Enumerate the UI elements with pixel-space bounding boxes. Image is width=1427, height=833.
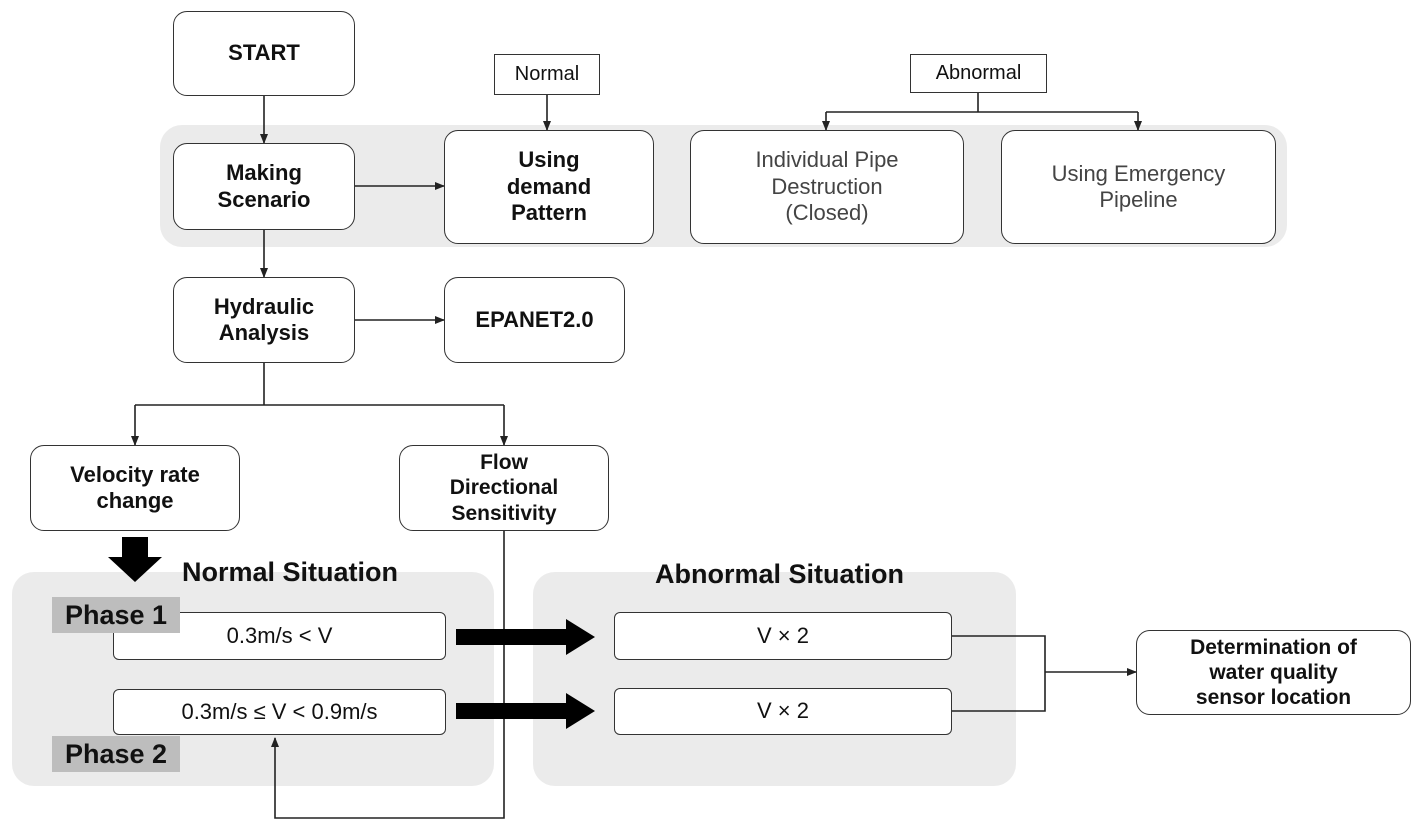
abnormal-tag: Abnormal	[910, 54, 1047, 93]
arrow-flow-to-phase2	[271, 531, 505, 819]
abnormal-situation-panel	[533, 572, 1016, 786]
determination-node: Determination of water quality sensor lo…	[1136, 630, 1411, 715]
phase1-label: Phase 1	[52, 597, 180, 633]
individual-pipe-destruction-node: Individual Pipe Destruction (Closed)	[690, 130, 964, 244]
abnormal-situation-heading: Abnormal Situation	[655, 559, 904, 589]
phase2-label: Phase 2	[52, 736, 180, 772]
phase1-abnormal-condition: V × 2	[614, 612, 952, 660]
big-arrow-down	[108, 537, 162, 582]
start-node: START	[173, 11, 355, 96]
epanet-node: EPANET2.0	[444, 277, 625, 363]
phase2-normal-condition: 0.3m/s ≤ V < 0.9m/s	[113, 689, 446, 735]
using-demand-pattern-node: Using demand Pattern	[444, 130, 654, 244]
phase2-abnormal-condition: V × 2	[614, 688, 952, 735]
velocity-rate-change-node: Velocity rate change	[30, 445, 240, 531]
flow-directional-sensitivity-node: Flow Directional Sensitivity	[399, 445, 609, 531]
hydraulic-analysis-node: Hydraulic Analysis	[173, 277, 355, 363]
making-scenario-node: Making Scenario	[173, 143, 355, 230]
big-arrow-phase1	[456, 619, 595, 655]
normal-situation-heading: Normal Situation	[182, 557, 399, 587]
line-abnormal-merge	[952, 635, 1046, 712]
normal-tag: Normal	[494, 54, 600, 95]
using-emergency-pipeline-node: Using Emergency Pipeline	[1001, 130, 1276, 244]
big-arrow-phase2	[456, 693, 595, 729]
individual-pipe-destruction-text: Individual Pipe Destruction (Closed)	[755, 147, 899, 226]
